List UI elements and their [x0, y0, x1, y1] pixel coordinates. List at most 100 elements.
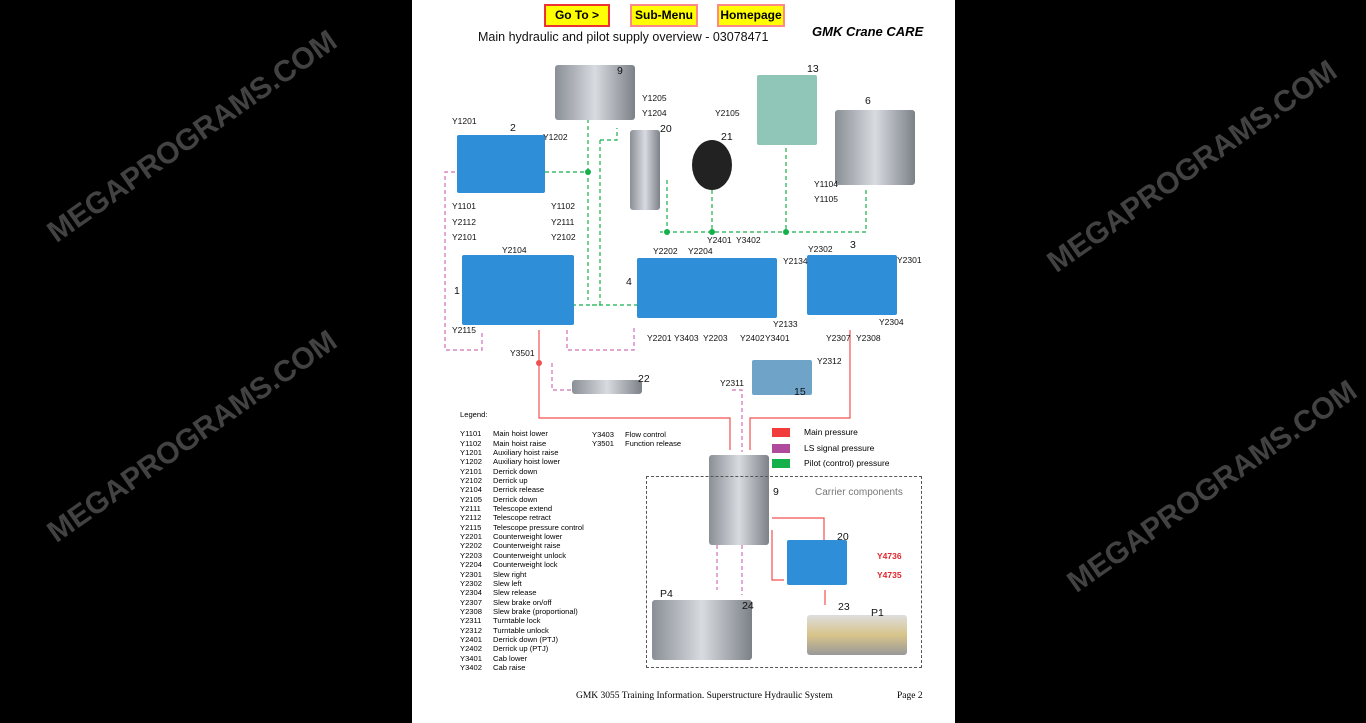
valve-label: Y3402 — [736, 235, 761, 245]
component-p4-pump — [652, 600, 752, 660]
legend-code: Y2312 — [460, 625, 482, 635]
legend-description: Auxiliary hoist lower — [493, 457, 561, 467]
legend-description: Main hoist raise — [493, 438, 547, 448]
legend-code: Y1202 — [460, 457, 482, 467]
legend-item: Y2202 Counterweight raise — [460, 541, 584, 550]
component-label: 9 — [617, 65, 623, 77]
submenu-button[interactable]: Sub-Menu — [630, 4, 698, 27]
legend-description: Cab raise — [493, 662, 526, 672]
component-label: 9 — [773, 486, 779, 498]
ls-signal-line — [444, 171, 743, 595]
component-22-valve — [572, 380, 642, 394]
component-label: 13 — [807, 63, 819, 75]
legend-description: Derrick up — [493, 476, 528, 486]
main-pressure-junction — [536, 360, 542, 366]
legend-code: Y2204 — [460, 560, 482, 570]
component-label: 20 — [660, 123, 672, 135]
component-15-block — [752, 360, 812, 395]
component-20-valve — [787, 540, 847, 585]
legend-item: Y2312 Turntable unlock — [460, 626, 584, 635]
ls-lines — [444, 171, 743, 595]
watermark: MEGAPROGRAMS.COM — [41, 324, 343, 550]
valve-label: Y2111 — [551, 217, 575, 227]
homepage-button[interactable]: Homepage — [717, 4, 785, 27]
watermark: MEGAPROGRAMS.COM — [1061, 374, 1363, 600]
goto-button[interactable]: Go To > — [544, 4, 610, 27]
legend-description: Telescope pressure control — [493, 522, 584, 532]
valve-label: Y2102 — [551, 232, 576, 242]
valve-label: Y1204 — [642, 108, 667, 118]
pressure-key-label: Pilot (control) pressure — [804, 458, 890, 468]
brand-title: GMK Crane CARE — [812, 24, 924, 39]
component-label: 6 — [865, 95, 871, 107]
component-21-accumulator — [692, 140, 732, 190]
valve-label: Y2112 — [452, 217, 476, 227]
component-label: 24 — [742, 600, 754, 612]
watermark: MEGAPROGRAMS.COM — [1041, 54, 1343, 280]
legend-code: Y2102 — [460, 476, 482, 486]
legend-description: Counterweight raise — [493, 541, 561, 551]
ls-pressure-swatch — [772, 444, 790, 454]
valve-label: Y3501 — [510, 348, 535, 358]
legend-description: Telescope retract — [493, 513, 551, 523]
legend-code: Y2112 — [460, 513, 482, 523]
legend-description: Counterweight lock — [493, 560, 558, 570]
legend-description: Turntable unlock — [493, 625, 549, 635]
carrier-components-box: Carrier components — [646, 476, 922, 668]
legend-item: Y2102 Derrick up — [460, 476, 584, 485]
valve-label: Y2304 — [879, 317, 904, 327]
legend-code: Y2105 — [460, 494, 482, 504]
component-label: 20 — [837, 531, 849, 543]
valve-label: Y2203 — [703, 333, 728, 343]
valve-label: Y2301 — [897, 255, 922, 265]
page-number: Page 2 — [897, 691, 923, 701]
legend-code: Y2202 — [460, 541, 482, 551]
legend-item: Y2204 Counterweight lock — [460, 560, 584, 569]
component-9-swivel — [709, 455, 769, 545]
legend-description: Slew right — [493, 569, 527, 579]
valve-label: Y3401 — [765, 333, 790, 343]
legend-description: Slew brake on/off — [493, 597, 552, 607]
valve-label: Y3403 — [674, 333, 699, 343]
legend-code: Y2307 — [460, 597, 482, 607]
legend-item: Y2112 Telescope retract — [460, 513, 584, 522]
legend-description: Counterweight unlock — [493, 550, 567, 560]
main-pressure-line — [538, 330, 851, 605]
footer-text: GMK 3055 Training Information. Superstru… — [576, 691, 833, 701]
legend-description: Slew left — [493, 578, 522, 588]
valve-label: Y2134 — [783, 256, 808, 266]
valve-label: Y2133 — [773, 319, 798, 329]
valve-label: Y1102 — [551, 201, 575, 211]
component-label: 4 — [626, 276, 632, 288]
valve-label: Y2101 — [452, 232, 477, 242]
legend-item: Y1202 Auxiliary hoist lower — [460, 457, 584, 466]
component-label: 23 — [838, 601, 850, 613]
component-label: 21 — [721, 131, 733, 143]
component-6-joystick — [835, 110, 915, 185]
main-pressure-swatch — [772, 428, 790, 438]
legend-description: Turntable lock — [493, 616, 541, 626]
legend-code: Y2201 — [460, 532, 482, 542]
legend-description: Telescope extend — [493, 504, 553, 514]
valve-label: Y2201 — [647, 333, 672, 343]
pressure-key-ls: LS signal pressure — [772, 443, 874, 454]
valve-label: Y2307 — [826, 333, 851, 343]
pressure-key-main: Main pressure — [772, 427, 858, 438]
valve-label: Y1105 — [814, 194, 838, 204]
legend-code: Y3501 — [592, 439, 614, 449]
valve-label: Y1202 — [543, 132, 568, 142]
legend-code: Y1101 — [460, 429, 482, 439]
